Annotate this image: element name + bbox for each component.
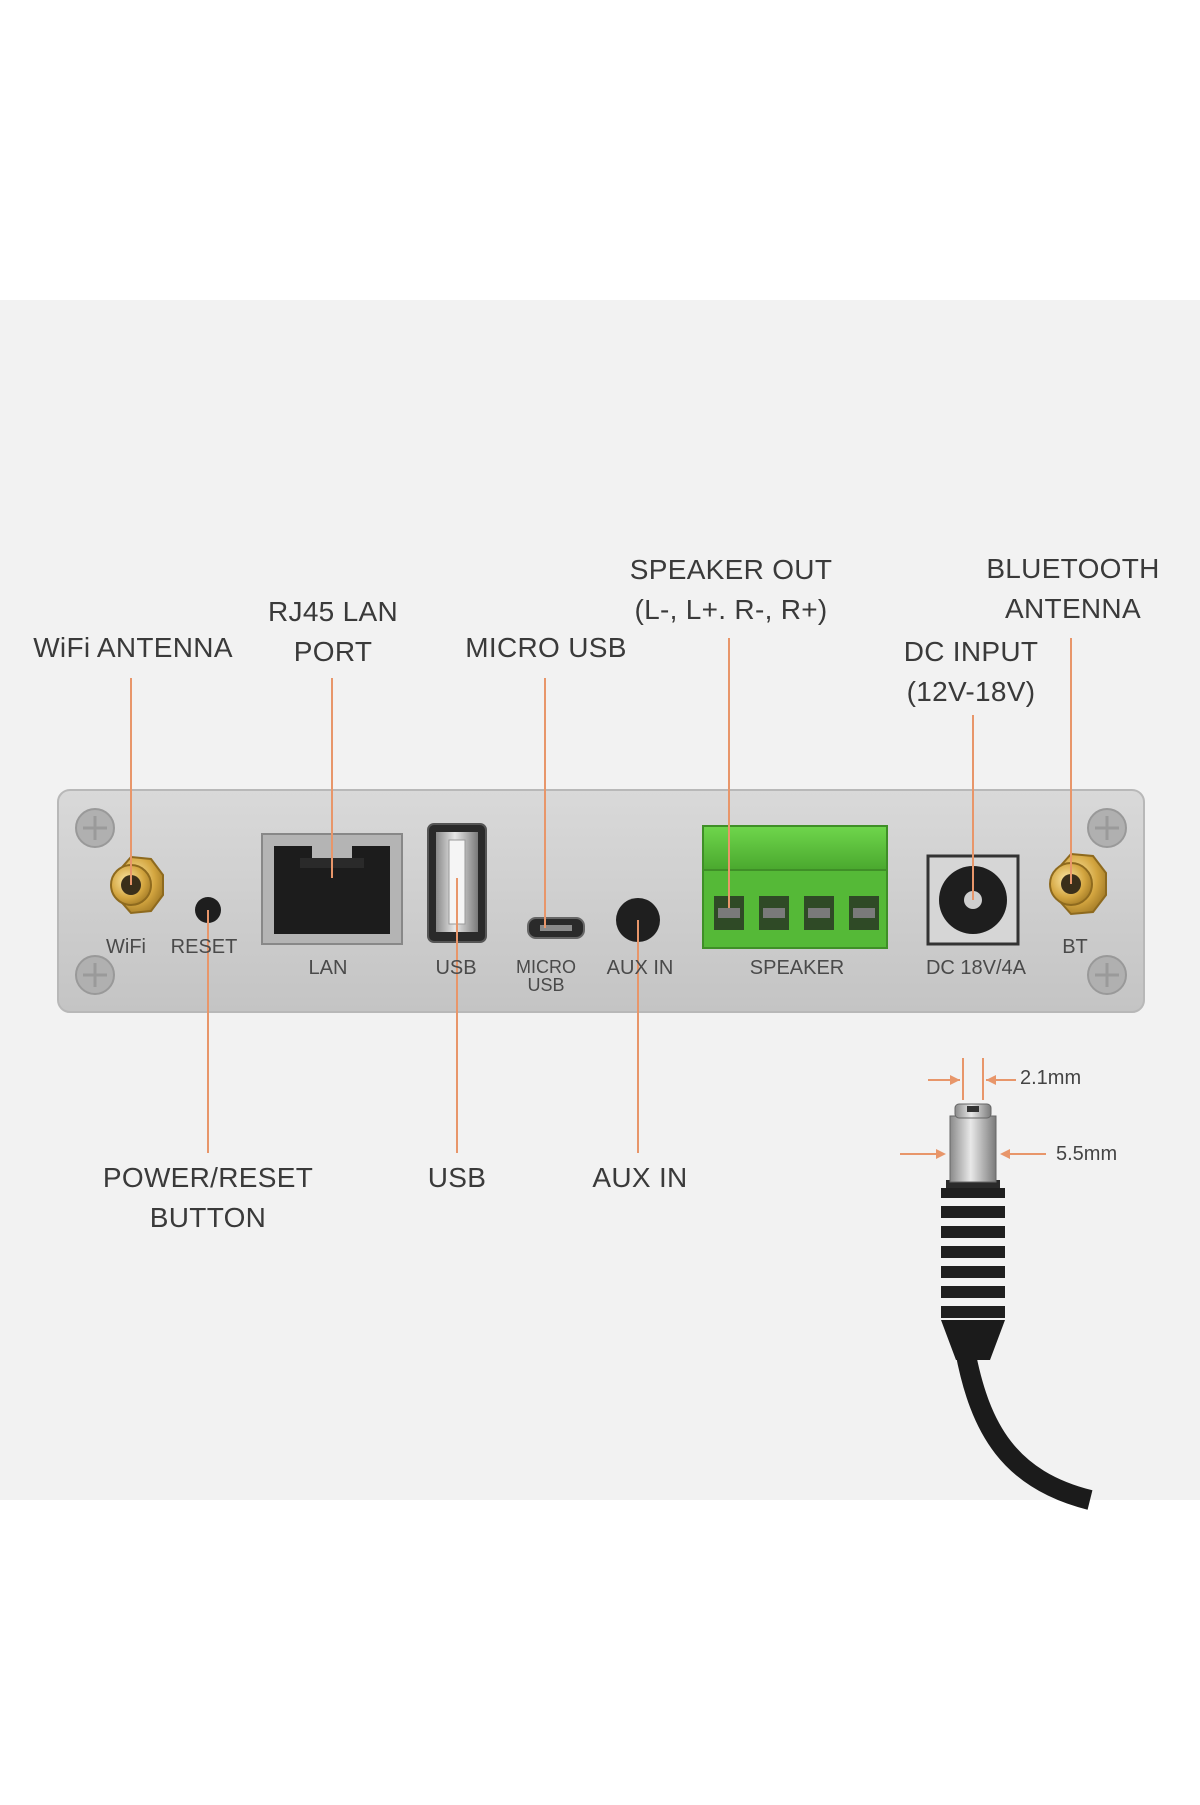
panel-label-reset: RESET: [170, 936, 238, 958]
panel-label-micro-usb-1: MICRO: [516, 957, 576, 977]
dimension-inner-label: 2.1mm: [1020, 1067, 1082, 1089]
panel-label-dc: DC 18V/4A: [925, 957, 1027, 979]
callout-wifi-antenna: WiFi ANTENNA: [33, 628, 233, 668]
dimension-markers: [900, 1058, 1046, 1159]
callout-bluetooth-antenna: BLUETOOTH ANTENNA: [986, 549, 1159, 629]
callout-label: (12V-18V): [906, 676, 1036, 707]
panel-label-speaker: SPEAKER: [749, 957, 845, 979]
speaker-terminal-icon: [702, 825, 888, 949]
callout-label: WiFi ANTENNA: [33, 632, 233, 663]
callout-power-reset: POWER/RESET BUTTON: [103, 1158, 313, 1238]
callout-dc-input: DC INPUT (12V-18V): [904, 632, 1039, 712]
panel-label-bt: BT: [1062, 936, 1088, 958]
screw-icon: [1087, 955, 1127, 995]
callout-label: MICRO USB: [465, 632, 627, 663]
callout-rj45-lan: RJ45 LAN PORT: [268, 592, 398, 672]
panel-label-wifi: WiFi: [106, 936, 146, 958]
callout-label: BLUETOOTH: [986, 553, 1160, 584]
callout-label: ANTENNA: [1005, 593, 1141, 624]
callout-label: POWER/RESET: [102, 1162, 314, 1193]
callout-label: DC INPUT: [903, 636, 1039, 667]
callout-usb: USB: [428, 1158, 486, 1198]
callout-micro-usb: MICRO USB: [465, 628, 626, 668]
callout-label: AUX IN: [592, 1162, 688, 1193]
callout-aux-in: AUX IN: [592, 1158, 687, 1198]
callout-label: SPEAKER OUT: [629, 554, 833, 585]
callout-label: USB: [427, 1162, 487, 1193]
dimension-outer-label: 5.5mm: [1056, 1143, 1118, 1165]
callout-label: PORT: [293, 636, 373, 667]
callout-label: BUTTON: [149, 1202, 267, 1233]
screw-icon: [75, 808, 115, 848]
callout-speaker-out: SPEAKER OUT (L-, L+. R-, R+): [630, 550, 832, 630]
screw-icon: [75, 955, 115, 995]
panel-label-lan: LAN: [308, 957, 348, 979]
panel-label-micro-usb-2: USB: [527, 975, 565, 995]
callout-label: RJ45 LAN: [267, 596, 399, 627]
callout-label: (L-, L+. R-, R+): [634, 594, 828, 625]
panel-label-aux-in: AUX IN: [606, 957, 674, 979]
wifi-antenna-connector-icon: [110, 855, 164, 915]
dc-plug-icon: [941, 1103, 1093, 1510]
panel-label-usb: USB: [435, 957, 477, 979]
leader-lines: [130, 638, 1072, 1153]
screw-icon: [1087, 808, 1127, 848]
micro-usb-port-icon: [527, 917, 585, 939]
